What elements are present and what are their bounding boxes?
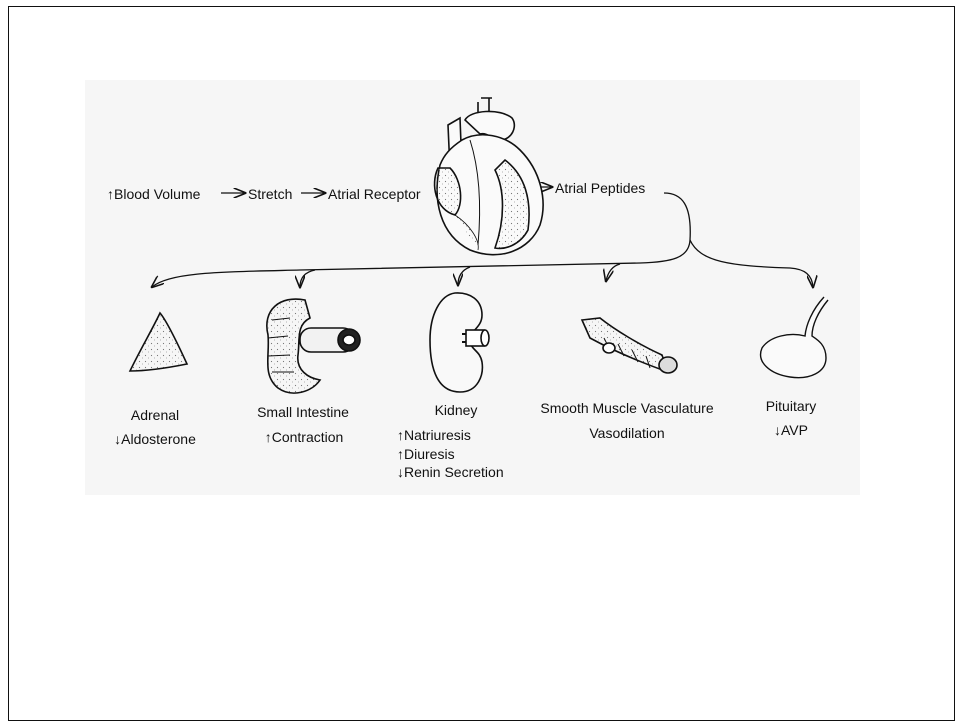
kidney-illustration: [430, 293, 489, 392]
kidney-effect-3: ↓Renin Secretion: [397, 463, 504, 481]
adrenal-label: Adrenal: [131, 406, 179, 424]
branch-to-kidney: [458, 267, 470, 285]
atrial-peptides-label: Atrial Peptides: [555, 179, 645, 197]
branch-to-small-intestine: [300, 270, 315, 287]
small-intestine-effect-1: ↑Contraction: [265, 428, 344, 446]
adrenal-effect-1: ↓Aldosterone: [114, 430, 196, 448]
adrenal-illustration: [130, 313, 187, 371]
blood-volume-label: ↑Blood Volume: [107, 185, 200, 203]
smooth-muscle-label: Smooth Muscle Vasculature: [540, 399, 713, 417]
small-intestine-label: Small Intestine: [257, 403, 349, 421]
heart-illustration: [435, 98, 544, 255]
atrial-receptor-label: Atrial Receptor: [328, 185, 421, 203]
kidney-effect-2: ↑Diuresis: [397, 445, 455, 463]
pituitary-illustration: [761, 297, 828, 378]
branch-to-pituitary: [690, 240, 813, 287]
pituitary-effect-1: ↓AVP: [774, 421, 808, 439]
pituitary-label: Pituitary: [766, 397, 817, 415]
branch-to-smooth-muscle: [606, 264, 620, 281]
stretch-label: Stretch: [248, 185, 292, 203]
blood-vessel-illustration: [582, 318, 677, 373]
small-intestine-illustration: [267, 299, 360, 393]
kidney-label: Kidney: [435, 401, 478, 419]
kidney-effect-1: ↑Natriuresis: [397, 426, 471, 444]
smooth-muscle-effect-1: Vasodilation: [589, 424, 664, 442]
